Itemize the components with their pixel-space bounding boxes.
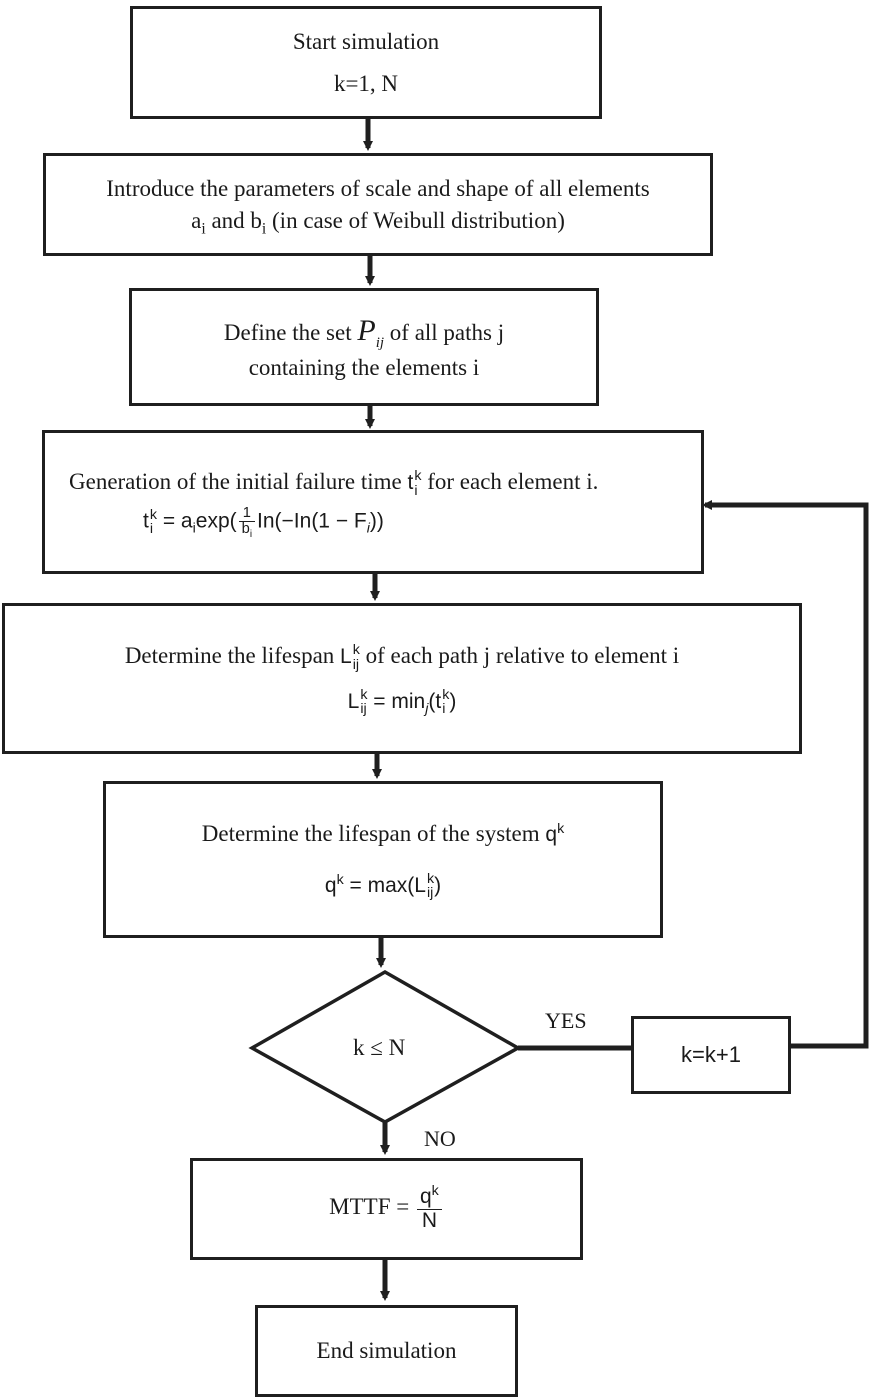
decision-diamond bbox=[248, 969, 522, 1125]
lifespan-system-box: Determine the lifespan of the system qk … bbox=[103, 781, 663, 938]
start-range: k=1, N bbox=[333, 70, 399, 96]
generation-line-1: Generation of the initial failure time t… bbox=[69, 468, 599, 499]
generation-box: Generation of the initial failure time t… bbox=[42, 430, 704, 574]
paths-line-1: Define the set Pij of all paths j bbox=[223, 314, 505, 352]
end-text: End simulation bbox=[316, 1338, 457, 1364]
end-box: End simulation bbox=[255, 1305, 518, 1397]
params-line-1: Introduce the parameters of scale and sh… bbox=[106, 176, 650, 202]
path-set-symbol: Pij bbox=[357, 314, 385, 352]
increment-text: k=k+1 bbox=[681, 1042, 741, 1068]
start-title: Start simulation bbox=[292, 29, 440, 55]
lifespan-system-line-1: Determine the lifespan of the system qk bbox=[201, 821, 565, 847]
paths-box: Define the set Pij of all paths j contai… bbox=[129, 288, 599, 406]
start-box: Start simulation k=1, N bbox=[130, 6, 602, 119]
params-line-2: ai and bi (in case of Weibull distributi… bbox=[191, 207, 565, 238]
paths-line-2: containing the elements i bbox=[248, 354, 480, 380]
increment-box: k=k+1 bbox=[631, 1016, 791, 1094]
params-box: Introduce the parameters of scale and sh… bbox=[43, 153, 713, 256]
loop-back-line bbox=[702, 500, 869, 1049]
yes-label: YES bbox=[545, 1008, 587, 1033]
decision-condition: k ≤ N bbox=[353, 1035, 406, 1060]
no-label: NO bbox=[424, 1126, 456, 1151]
